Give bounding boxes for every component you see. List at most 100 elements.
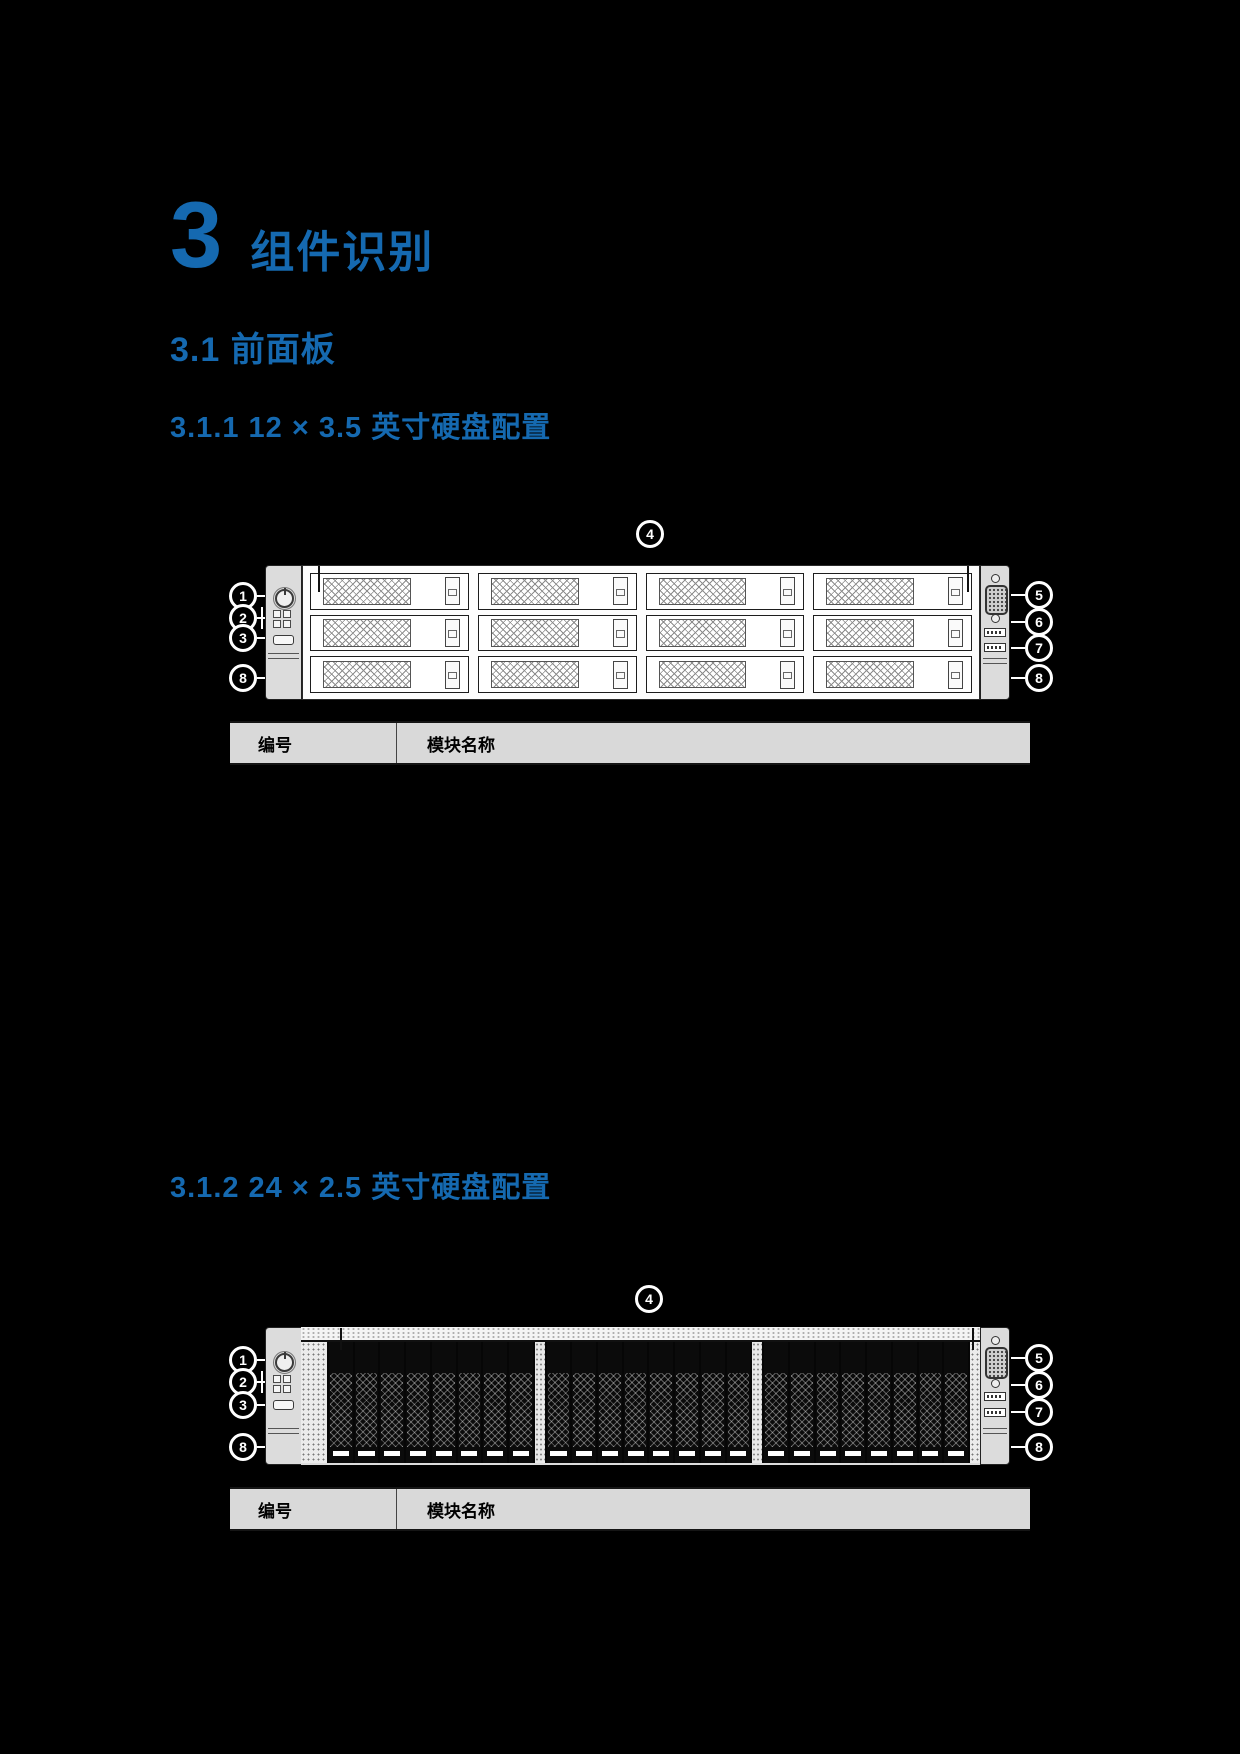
drive-slot-2_5 (815, 1342, 840, 1463)
tray-vent-grille (826, 619, 915, 647)
mounting-ear-right (980, 565, 1010, 700)
tray-latch (612, 577, 628, 606)
chapter-heading: 3 组件识别 (170, 188, 434, 282)
table-col-number: 编号 (258, 1501, 292, 1521)
drive-slot-2_5 (508, 1342, 533, 1463)
callout-leader-line (257, 1404, 265, 1406)
drive-tray-3_5 (645, 573, 805, 610)
drive-slot-2_5 (944, 1342, 968, 1463)
vga-port-icon (985, 585, 1008, 615)
drive-tray-3_5 (477, 656, 637, 693)
front-panel-figure-12x35 (265, 565, 1010, 700)
callout-leader-line (1011, 1411, 1025, 1413)
power-button-icon (273, 1351, 296, 1374)
drive-slot-2_5 (329, 1342, 353, 1463)
drive-tray-3_5 (813, 614, 972, 652)
drive-tray-3_5 (813, 573, 972, 610)
drive-slot-2_5 (406, 1342, 430, 1463)
drive-slot-2_5 (431, 1342, 456, 1463)
drive-slot-2_5 (700, 1342, 725, 1463)
tray-vent-grille (658, 661, 747, 689)
vent-column (301, 1342, 327, 1463)
callout-leader-line (1011, 1384, 1025, 1386)
callout-leader-line (257, 637, 265, 639)
drive-tray-3_5 (645, 656, 805, 693)
tray-vent-grille (323, 661, 411, 689)
module-table-header-24x25: 编号 模块名称 (230, 1487, 1030, 1531)
usb-port-icon (984, 1408, 1006, 1417)
drive-bay-area-12x35 (302, 565, 980, 700)
drive-slot-2_5 (918, 1342, 943, 1463)
subsection-heading-24x25: 3.1.2 24 × 2.5 英寸硬盘配置 (170, 1172, 552, 1204)
tray-latch (612, 660, 628, 689)
callout-6: 6 (1025, 1371, 1053, 1399)
subsection-heading-12x35: 3.1.1 12 × 3.5 英寸硬盘配置 (170, 412, 552, 444)
callout-leader-line (257, 677, 265, 679)
mounting-ear-left (265, 565, 302, 700)
callout-8: 8 (229, 1433, 257, 1461)
tray-vent-grille (658, 577, 747, 605)
group-divider (534, 1342, 545, 1463)
chapter-title: 组件识别 (250, 228, 435, 277)
callout-7: 7 (1025, 1398, 1053, 1426)
drive-slot-2_5 (892, 1342, 917, 1463)
drive-group (762, 1342, 970, 1463)
callout-3: 3 (229, 624, 257, 652)
status-leds-icon (273, 1375, 291, 1393)
group-divider (752, 1342, 763, 1463)
drive-slot-2_5 (649, 1342, 674, 1463)
mounting-ear-left (265, 1327, 302, 1465)
callout-leader-line (257, 1359, 265, 1361)
uid-button-icon (273, 635, 294, 645)
chapter-number: 3 (170, 182, 223, 287)
tray-latch (780, 619, 796, 647)
drive-slot-2_5 (598, 1342, 622, 1463)
callout-8: 8 (1025, 1433, 1053, 1461)
drive-slot-2_5 (790, 1342, 814, 1463)
chassis-vent-strip (301, 1327, 980, 1342)
mounting-ear-right (980, 1327, 1010, 1465)
usb-port-icon (984, 643, 1006, 652)
callout-3: 3 (229, 1391, 257, 1419)
callout-leader-line (1011, 1357, 1025, 1359)
callout-8: 8 (229, 664, 257, 692)
ear-divider (268, 653, 299, 659)
uid-button-icon (273, 1400, 294, 1410)
vent-column (970, 1342, 981, 1463)
drive-group (545, 1342, 753, 1463)
front-panel-figure-24x25 (265, 1327, 1010, 1465)
tray-latch (444, 577, 460, 606)
usb-port-icon (984, 1392, 1006, 1401)
callout-leader-line (257, 595, 265, 597)
drive-bay-area-24x25 (301, 1342, 981, 1465)
usb-port-icon (984, 628, 1006, 637)
callout-4-leader-line (967, 566, 969, 592)
vga-screw-icon (991, 1379, 1000, 1388)
callout-7: 7 (1025, 634, 1053, 662)
drive-slot-2_5 (457, 1342, 482, 1463)
vga-screw-icon (991, 1336, 1000, 1345)
callout-leader-line (1011, 594, 1025, 596)
section-heading-front-panel: 3.1 前面板 (170, 331, 336, 369)
drive-tray-3_5 (645, 614, 805, 652)
drive-slot-2_5 (380, 1342, 405, 1463)
drive-slot-2_5 (764, 1342, 789, 1463)
callout-4: 4 (636, 520, 664, 548)
callout-leader-bracket (261, 607, 263, 629)
table-col-module-name: 模块名称 (396, 1489, 1030, 1529)
tray-vent-grille (658, 619, 747, 647)
tray-latch (780, 660, 796, 689)
tray-latch (948, 577, 963, 606)
power-button-icon (273, 587, 296, 610)
drive-slot-2_5 (623, 1342, 648, 1463)
drive-group (327, 1342, 535, 1463)
tray-latch (948, 660, 963, 689)
callout-4-leader-line (972, 1328, 974, 1350)
drive-slot-2_5 (572, 1342, 597, 1463)
drive-tray-3_5 (477, 573, 637, 610)
module-table-header-12x35: 编号 模块名称 (230, 721, 1030, 765)
drive-tray-3_5 (477, 614, 637, 652)
drive-slot-2_5 (726, 1342, 751, 1463)
tray-latch (780, 577, 796, 606)
